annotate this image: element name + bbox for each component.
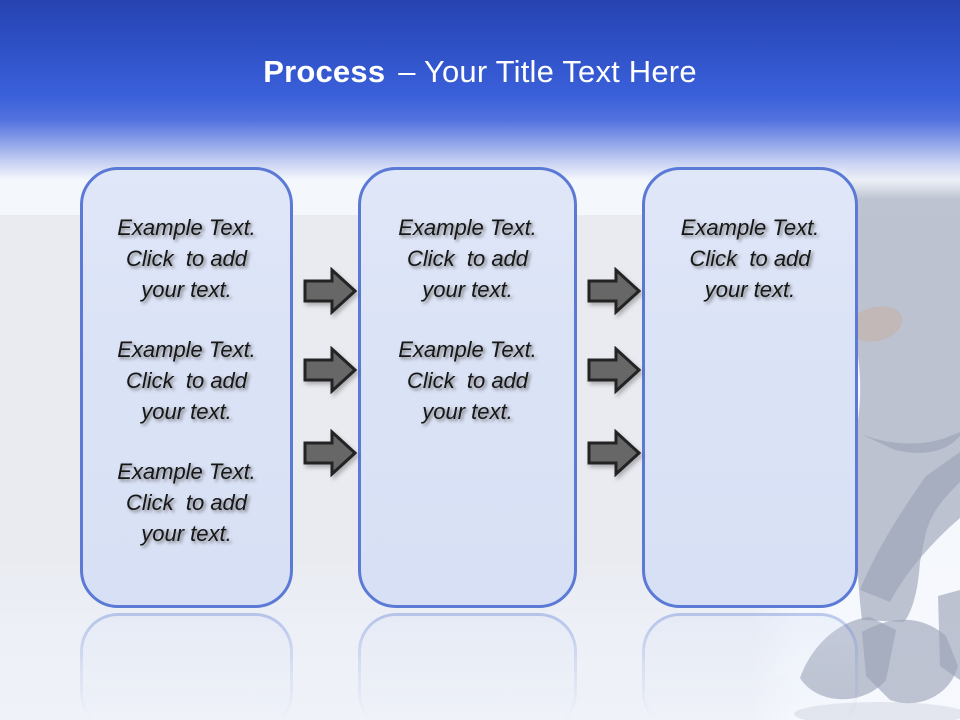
box-reflection-1 (80, 613, 293, 720)
arrow-right-icon (587, 267, 641, 315)
placeholder-text[interactable]: Example Text. Click to add your text. (89, 212, 284, 305)
placeholder-text[interactable]: Example Text. Click to add your text. (367, 334, 568, 427)
process-box-2[interactable]: Example Text. Click to add your text. Ex… (358, 167, 577, 608)
text-line: your text. (422, 399, 513, 424)
placeholder-text[interactable]: Example Text. Click to add your text. (89, 334, 284, 427)
page-title: Process – Your Title Text Here (0, 0, 960, 90)
text-line: Click to add (125, 246, 248, 271)
placeholder-text[interactable]: Example Text. Click to add your text. (89, 456, 284, 549)
arrow-right-icon (303, 267, 357, 315)
process-box-1[interactable]: Example Text. Click to add your text. Ex… (80, 167, 293, 608)
businessman-silhouette (794, 120, 960, 720)
text-line: Example Text. (398, 215, 537, 240)
text-line: your text. (141, 399, 232, 424)
text-line: Click to add (406, 368, 529, 393)
arrow-right-icon (303, 429, 357, 477)
arrow-right-icon (587, 346, 641, 394)
box-reflection-2 (358, 613, 577, 720)
text-line: Click to add (406, 246, 529, 271)
box-reflection-3 (642, 613, 858, 720)
arrow-right-icon (303, 346, 357, 394)
placeholder-text[interactable]: Example Text. Click to add your text. (651, 212, 849, 305)
text-line: Click to add (125, 490, 248, 515)
text-line: your text. (704, 277, 796, 302)
text-line: Example Text. (680, 215, 820, 240)
arrow-right-icon (587, 429, 641, 477)
text-line: Click to add (689, 246, 811, 271)
text-line: Click to add (125, 368, 248, 393)
process-box-3[interactable]: Example Text. Click to add your text. (642, 167, 858, 608)
text-line: Example Text. (117, 459, 256, 484)
text-line: Example Text. (117, 337, 256, 362)
text-line: your text. (141, 521, 232, 546)
title-rest: – Your Title Text Here (398, 54, 697, 89)
text-line: your text. (422, 277, 513, 302)
text-line: your text. (141, 277, 232, 302)
title-bold: Process (263, 54, 386, 89)
placeholder-text[interactable]: Example Text. Click to add your text. (367, 212, 568, 305)
text-line: Example Text. (117, 215, 256, 240)
text-line: Example Text. (398, 337, 537, 362)
slide-header: Process – Your Title Text Here (0, 0, 960, 200)
